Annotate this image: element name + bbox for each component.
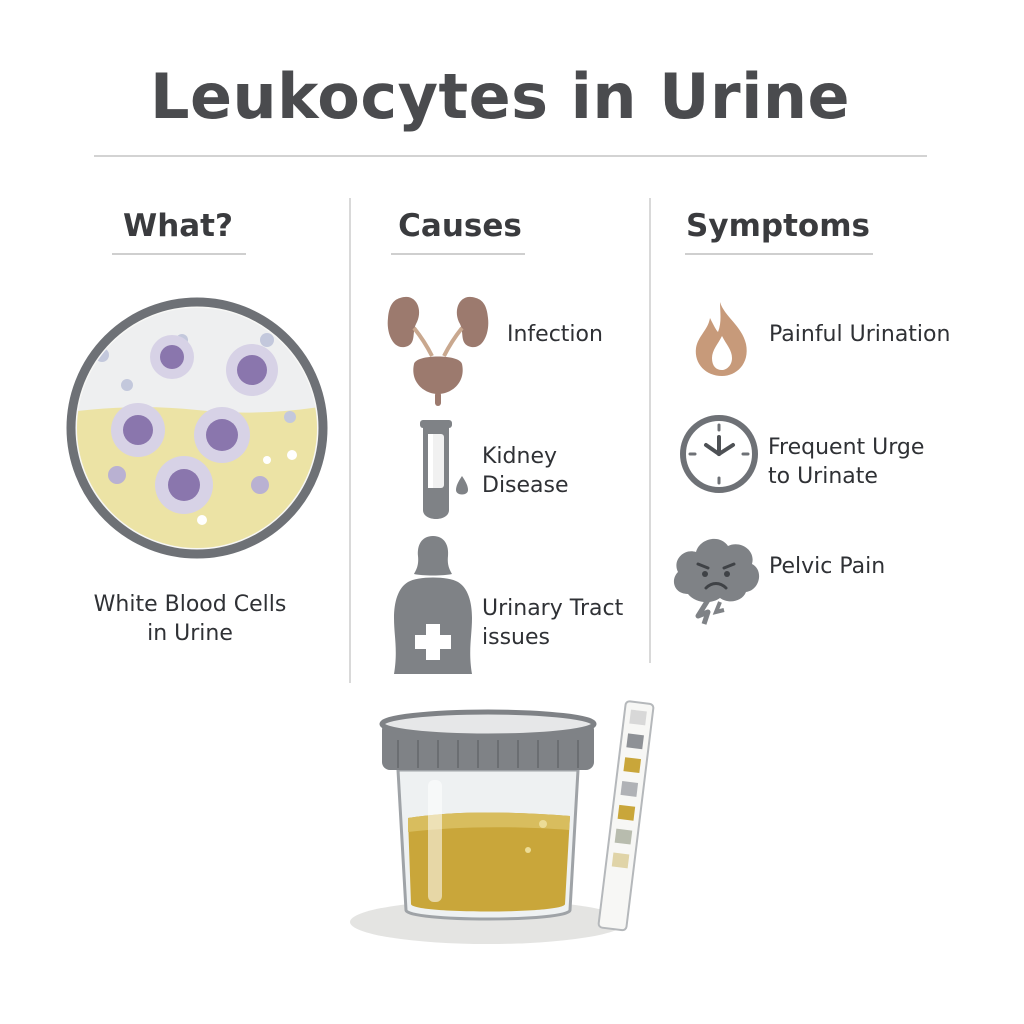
heading-causes: Causes [398,208,522,244]
cause-urinary-tract-line2: issues [482,625,550,650]
heading-symptoms-underline [685,253,873,255]
what-caption: White Blood Cells in Urine [72,590,308,648]
urine-test-strip-icon [597,700,655,932]
cause-infection-label: Infection [507,320,603,349]
urine-sample-cup-icon [350,709,626,944]
cause-infection-line1: Infection [507,322,603,347]
symptom-painful-urination-line1: Painful Urination [769,322,951,347]
symptom-frequent-urge-line2: to Urinate [768,464,878,489]
test-tube-icon [420,420,468,519]
cause-kidney-disease-label: Kidney Disease [482,442,569,500]
pain-cloud-face-icon [673,538,760,625]
heading-causes-underline [391,253,525,255]
what-caption-line1: White Blood Cells [93,592,287,617]
clock-icon [680,415,758,493]
kidneys-bladder-icon [387,296,489,406]
column-divider-right [649,198,651,663]
white-blood-cells-microscope-icon [66,297,328,559]
heading-what-underline [112,253,246,255]
symptom-frequent-urge-line1: Frequent Urge [768,435,925,460]
heading-symptoms: Symptoms [686,208,870,244]
symptom-pelvic-pain-line1: Pelvic Pain [769,554,886,579]
symptom-frequent-urge-label: Frequent Urge to Urinate [768,433,924,491]
cause-kidney-disease-line2: Disease [482,473,569,498]
cause-urinary-tract-line1: Urinary Tract [482,596,624,621]
cause-urinary-tract-label: Urinary Tract issues [482,594,623,652]
page-title: Leukocytes in Urine [149,60,851,133]
symptom-pelvic-pain-label: Pelvic Pain [769,552,885,581]
symptom-painful-urination-label: Painful Urination [769,320,950,349]
title-divider [94,155,927,157]
what-caption-line2: in Urine [147,621,233,646]
column-divider-left [349,198,351,683]
flame-drop-icon [695,302,747,376]
body-silhouette-cross-icon [394,536,472,674]
heading-what: What? [123,208,233,244]
cause-kidney-disease-line1: Kidney [482,444,558,469]
